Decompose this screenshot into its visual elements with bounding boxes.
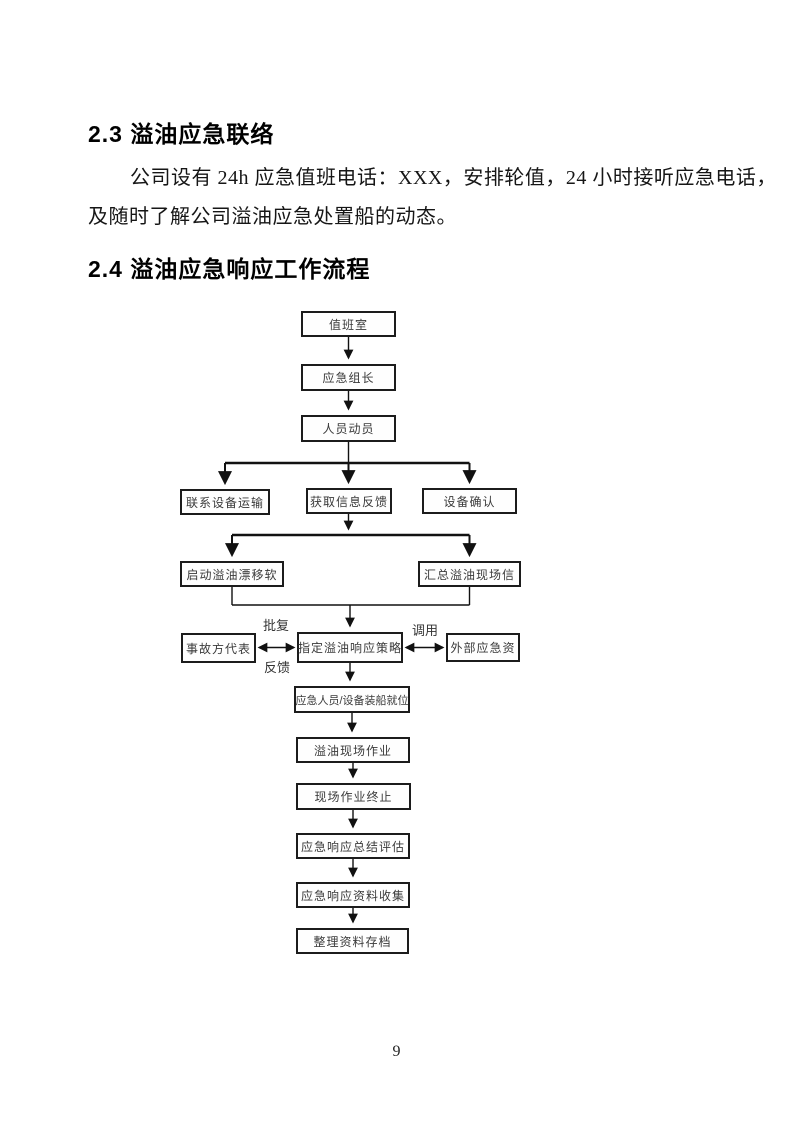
flow-node-personnel-mobilization: 人员动员 <box>301 415 396 442</box>
flow-node-start-spill-drift-software: 启动溢油漂移软 <box>180 561 284 587</box>
flow-node-response-summary-evaluation: 应急响应总结评估 <box>296 833 410 859</box>
edge-label-feedback: 反馈 <box>264 660 291 675</box>
paragraph-line-2: 及随时了解公司溢油应急处置船的动态。 <box>88 206 457 228</box>
flow-node-obtain-info-feedback: 获取信息反馈 <box>306 488 392 514</box>
flow-node-summarize-spill-site-info: 汇总溢油现场信 <box>418 561 521 587</box>
flow-node-external-emergency-resources: 外部应急资 <box>446 633 520 662</box>
flow-node-designate-spill-response-strategy: 指定溢油响应策略 <box>297 632 403 663</box>
flow-node-contact-equipment-transport: 联系设备运输 <box>180 489 270 515</box>
section-heading-2-3: 2.3 溢油应急联络 <box>88 121 275 147</box>
flow-node-duty-room: 值班室 <box>301 311 396 337</box>
paragraph-line-1: 公司设有 24h 应急值班电话：XXX，安排轮值，24 小时接听应急电话， <box>130 167 777 189</box>
edge-label-dispatch: 调用 <box>412 623 439 638</box>
flow-node-response-data-collection: 应急响应资料收集 <box>296 882 410 908</box>
page-number: 9 <box>392 1043 401 1060</box>
flow-node-equipment-confirmation: 设备确认 <box>422 488 517 514</box>
flow-node-spill-site-operation: 溢油现场作业 <box>296 737 410 763</box>
flow-node-organize-data-archive: 整理资料存档 <box>296 928 409 954</box>
flow-node-personnel-equipment-board-in-place: 应急人员/设备装船就位 <box>294 686 410 713</box>
edge-label-approval: 批复 <box>263 618 290 633</box>
section-heading-2-4: 2.4 溢油应急响应工作流程 <box>88 256 371 282</box>
flow-node-accident-party-representative: 事故方代表 <box>181 633 256 663</box>
flow-node-emergency-leader: 应急组长 <box>301 364 396 391</box>
flow-node-site-operation-termination: 现场作业终止 <box>296 783 411 810</box>
